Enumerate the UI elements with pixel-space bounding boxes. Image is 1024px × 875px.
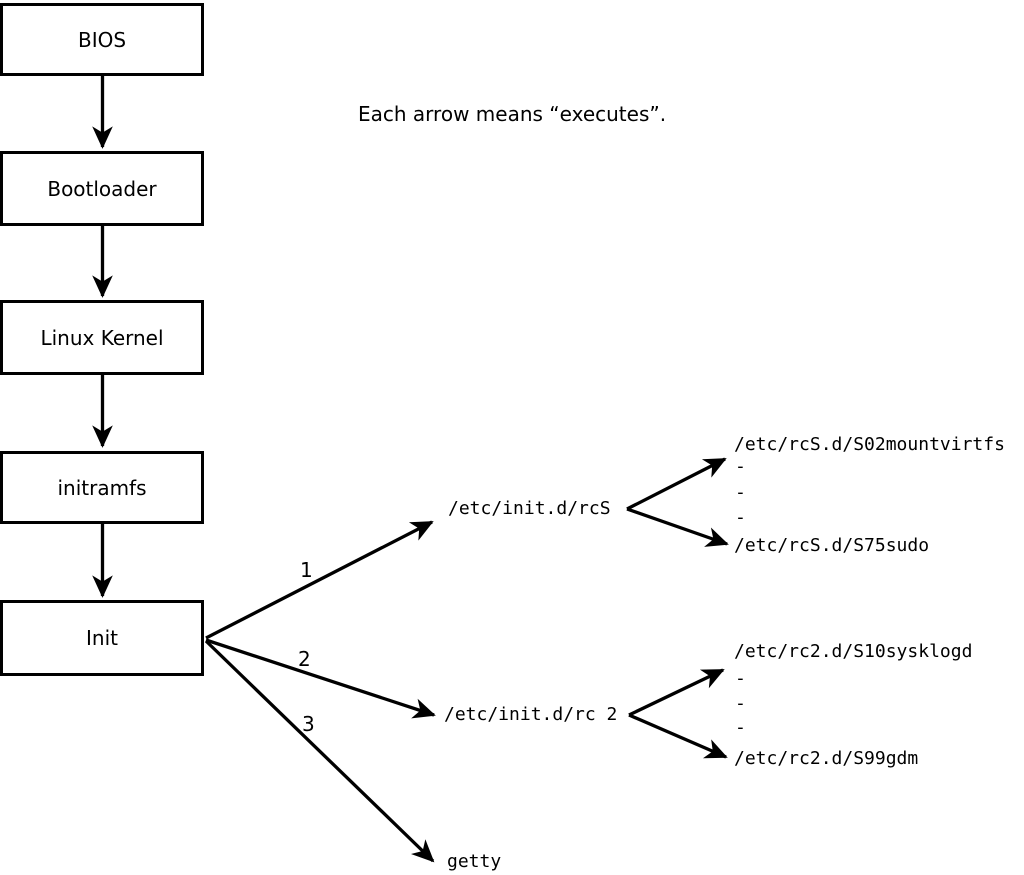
box-init-label: Init [86, 626, 118, 650]
path-rcS-s75sudo: /etc/rcS.d/S75sudo [734, 535, 930, 556]
path-rcS-s02mountvirtfs: /etc/rcS.d/S02mountvirtfs [734, 434, 1005, 455]
getty-label: getty [447, 851, 502, 872]
rcS-ellipsis-dash-1: - [735, 456, 746, 477]
rc2-ellipsis-dash-2: - [735, 693, 746, 714]
arrow-init-to-getty [204, 639, 435, 863]
box-init: Init [0, 600, 204, 676]
path-etc-init-d-rcS: /etc/init.d/rcS [448, 498, 611, 519]
fan-label-1: 1 [300, 558, 313, 582]
rc2-ellipsis-dash-3: - [735, 717, 746, 738]
diagram-caption: Each arrow means “executes”. [358, 102, 667, 126]
box-bios: BIOS [0, 3, 204, 76]
box-linux-kernel: Linux Kernel [0, 300, 204, 375]
arrow-init-to-rc2 [205, 638, 436, 719]
box-bios-label: BIOS [77, 27, 127, 52]
box-bootloader-label: Bootloader [47, 176, 157, 201]
path-rc2-s10sysklogd: /etc/rc2.d/S10sysklogd [734, 641, 973, 662]
rcS-ellipsis-dash-3: - [735, 507, 746, 528]
path-etc-init-d-rc2: /etc/init.d/rc 2 [444, 704, 618, 725]
fan-label-3: 3 [302, 712, 315, 736]
arrow-rc2-to-s10sysklogd [628, 668, 725, 717]
fan-label-2: 2 [298, 647, 311, 671]
rcS-ellipsis-dash-2: - [735, 482, 746, 503]
path-rc2-s99gdm: /etc/rc2.d/S99gdm [734, 748, 919, 769]
box-initramfs-label: initramfs [57, 475, 147, 500]
box-bootloader: Bootloader [0, 151, 204, 226]
rc2-ellipsis-dash-1: - [735, 668, 746, 689]
box-linux-kernel-label: Linux Kernel [40, 325, 164, 350]
arrow-rcs-to-s75sudo [626, 507, 729, 547]
arrow-init-to-rcs [205, 520, 434, 640]
arrow-rc2-to-s99gdm [628, 713, 728, 759]
arrow-rcs-to-s02mountvirtfs [626, 457, 727, 511]
box-initramfs: initramfs [0, 451, 204, 524]
